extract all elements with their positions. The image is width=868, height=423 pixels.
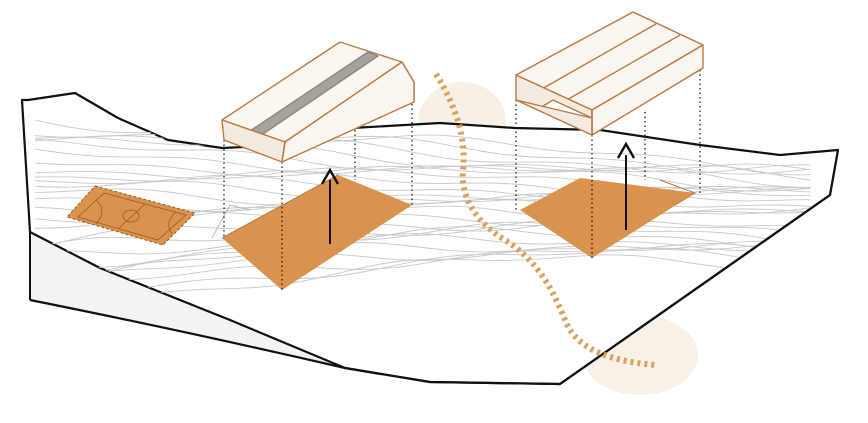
- contour-line: [34, 240, 811, 290]
- terrain-edge-bottom: [29, 194, 831, 386]
- footpath: [433, 72, 656, 368]
- contour-line: [34, 180, 811, 201]
- contour-line: [34, 119, 811, 176]
- contour-line: [34, 221, 811, 255]
- terrain-model: [20, 91, 840, 386]
- contour-line: [34, 243, 811, 286]
- lift-arrow-left: [320, 167, 340, 244]
- contour-line: [34, 133, 811, 175]
- roof-volume-right: [515, 11, 704, 136]
- up-arrow-icon: [616, 141, 636, 159]
- terrain-edge-right: [829, 149, 839, 196]
- contour-line: [34, 136, 811, 173]
- lift-arrow-right: [616, 141, 636, 230]
- building-footprint-left: [211, 174, 412, 290]
- sports-court: [66, 185, 196, 246]
- roof-volume-left: [221, 41, 415, 163]
- contour-line: [34, 174, 811, 200]
- contour-line: [34, 247, 811, 296]
- building-footprint-right: [520, 178, 697, 258]
- up-arrow-icon: [320, 167, 340, 185]
- contour-line: [34, 162, 811, 192]
- contour-line: [34, 138, 811, 181]
- projection-lines: [223, 70, 701, 290]
- contour-line: [34, 135, 811, 174]
